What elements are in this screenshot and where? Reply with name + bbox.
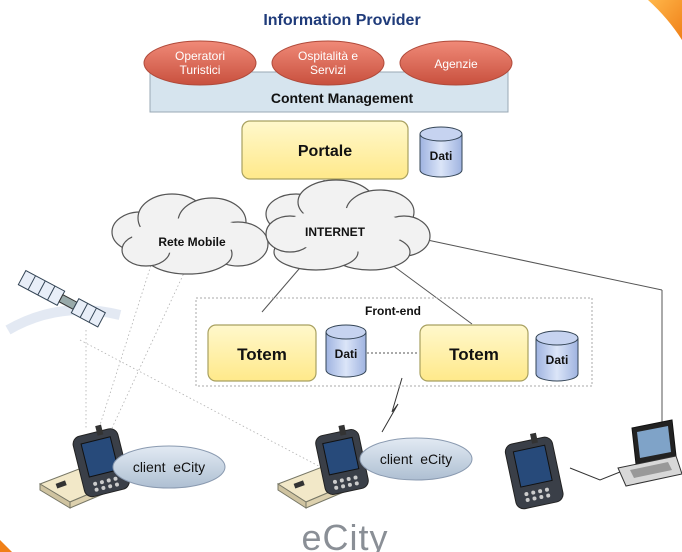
client-1-oval <box>112 445 226 489</box>
provider-ospitalita: Ospitalità e Servizi <box>271 40 385 86</box>
client-1-pda-phone-icon <box>72 424 130 498</box>
provider-operatori: Operatori Turistici <box>143 40 257 86</box>
corner-accent <box>648 0 682 40</box>
totem-1-database-icon: Dati <box>325 324 367 378</box>
client-2-label: client eCity <box>380 451 452 467</box>
provider-agenzie: Agenzie <box>399 40 513 86</box>
totem-2-database-icon: Dati <box>535 330 579 382</box>
client-2-pda-phone-icon <box>315 424 369 495</box>
totem-2-db-label: Dati <box>546 353 569 367</box>
totem-label-2: Totem <box>449 345 499 364</box>
provider-agenzie-label: Agenzie <box>434 57 478 71</box>
totem-box-2 <box>419 324 529 382</box>
client-1-label: client eCity <box>133 459 205 475</box>
rete-mobile-label: Rete Mobile <box>158 235 226 249</box>
connectors <box>261 180 663 481</box>
portal-label: Portale <box>298 143 352 160</box>
content-management-label: Content Management <box>271 90 414 106</box>
frontend-container <box>195 297 593 387</box>
corner-accent-bottom <box>0 540 12 552</box>
totem-1-db-label: Dati <box>335 347 358 361</box>
provider-operatori-line1: Operatori <box>175 49 225 63</box>
rete-mobile-cloud-icon <box>111 193 269 275</box>
portal-box <box>241 120 409 180</box>
frontend-label: Front-end <box>365 304 421 318</box>
internet-cloud-icon <box>265 179 431 271</box>
provider-ospitalita-line2: Servizi <box>310 63 346 77</box>
client-2-oval <box>359 437 473 481</box>
signal-lines <box>79 259 331 473</box>
laptop-icon <box>617 419 682 487</box>
information-provider-title: Information Provider <box>263 12 420 29</box>
internet-label: INTERNET <box>305 225 366 239</box>
satellite-icon <box>5 269 122 335</box>
provider-ospitalita-line1: Ospitalità e <box>298 49 358 63</box>
client-3-pda-phone-icon <box>504 432 564 510</box>
portal-database-icon: Dati <box>419 126 463 178</box>
totem-box-1 <box>207 324 317 382</box>
ecity-logo: eCity <box>301 517 388 552</box>
totem-label-1: Totem <box>237 345 287 364</box>
provider-operatori-line2: Turistici <box>180 63 221 77</box>
portal-db-label: Dati <box>430 149 453 163</box>
